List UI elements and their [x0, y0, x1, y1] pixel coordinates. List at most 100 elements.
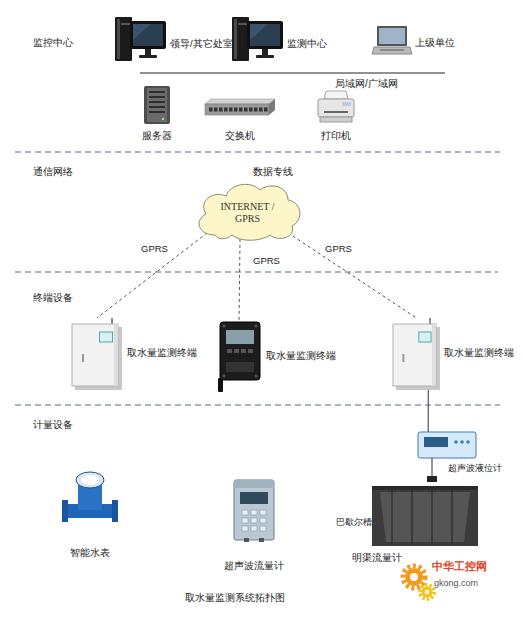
cabinet-display — [419, 332, 431, 342]
part-label: 超声波液位计 — [448, 462, 502, 474]
gprs-link — [428, 390, 429, 432]
flume-body — [372, 490, 478, 546]
cabinet-antenna — [429, 318, 431, 324]
watermark-gear — [422, 587, 433, 598]
server-led — [162, 118, 164, 120]
rtu-body — [220, 322, 260, 380]
laptop-keys — [380, 49, 404, 51]
switch-port — [234, 108, 238, 112]
switch-port — [219, 108, 223, 112]
pc-tower-edge — [117, 19, 120, 59]
flowmeter-case — [234, 480, 274, 540]
switch-port — [239, 108, 243, 112]
part-label: 巴歇尔槽 — [336, 516, 372, 528]
flume-rib — [432, 490, 433, 544]
icon-svg — [216, 322, 262, 392]
rtu-button — [241, 349, 246, 353]
edge-label: GPRS — [324, 243, 353, 255]
network-cloud: INTERNET / GPRS — [190, 180, 305, 242]
watermark-gear — [403, 566, 425, 588]
meter-node: 明渠流量计 — [351, 431, 479, 565]
terminal-label: 取水量监测终端 — [266, 350, 336, 362]
controller-key — [454, 440, 458, 444]
printer-body — [318, 99, 354, 117]
flowmeter-gland — [259, 538, 264, 542]
flowmeter-key — [242, 526, 248, 531]
switch-label: 交换机 — [225, 130, 255, 142]
watermark-gear — [410, 573, 418, 581]
level-sensor — [427, 476, 437, 482]
terminal-label: 取水量监测终端 — [444, 347, 514, 359]
pc-tower-edge — [234, 19, 237, 59]
server-slot — [149, 91, 165, 93]
flowmeter-key — [260, 518, 266, 523]
icon-svg — [72, 318, 122, 390]
watermark: 中华工控网 — [432, 560, 487, 572]
server-slot — [149, 96, 165, 98]
pc-screen — [250, 24, 280, 46]
gprs-link — [97, 233, 207, 318]
flowmeter-display — [240, 492, 268, 504]
flume-rim — [372, 486, 478, 490]
laptop-base — [372, 47, 412, 54]
server-slot — [149, 111, 165, 113]
server-slot — [149, 101, 165, 103]
network-label: 数据专线 — [253, 166, 293, 178]
flume-rib — [452, 490, 453, 544]
printer-panel — [342, 102, 351, 106]
meter-dial — [76, 472, 104, 488]
pc-monitor — [247, 21, 283, 49]
rtu-strip — [226, 362, 254, 372]
flume-rib — [412, 490, 413, 544]
meter-label: 超声波流量计 — [224, 560, 284, 572]
cabinet-handle — [402, 354, 404, 362]
cabinet-side — [114, 324, 118, 386]
laptop-node: 上级单位 — [371, 25, 456, 57]
server-case — [144, 86, 170, 124]
terminal-node: 取水量监测终端 — [392, 317, 515, 391]
controller-display — [424, 437, 448, 447]
flowmeter-key — [251, 518, 257, 523]
flume-rib — [392, 490, 393, 544]
controller-key — [460, 440, 464, 444]
rtu-bolt — [255, 375, 258, 378]
section-label: 终端设备 — [33, 292, 73, 304]
pc-tower — [115, 17, 132, 61]
icon-svg — [144, 86, 170, 124]
cabinet-antenna — [111, 318, 113, 324]
computer-node: 监测中心 — [231, 14, 328, 64]
section-divider — [15, 151, 500, 152]
switch-port — [209, 108, 213, 112]
edge-label: GPRS — [140, 243, 169, 255]
rtu-lcd — [226, 330, 254, 344]
flowmeter-band — [234, 480, 274, 488]
switch-top — [205, 99, 275, 104]
switch-port — [249, 108, 253, 112]
printer-tray — [324, 91, 348, 99]
edge-label: GPRS — [252, 255, 281, 267]
flowmeter-key — [260, 510, 266, 515]
cabinet-body — [72, 324, 118, 386]
flume-inner — [380, 492, 470, 542]
section-label: 计量设备 — [33, 419, 73, 431]
rtu-button — [234, 349, 239, 353]
laptop-screen — [379, 28, 405, 44]
rtu-button — [227, 349, 232, 353]
section-divider — [15, 271, 498, 272]
flowmeter-key — [242, 510, 248, 515]
switch-port — [254, 108, 258, 112]
section-label: 监控中心 — [33, 37, 73, 49]
flowmeter-key — [242, 518, 248, 523]
computer-label: 领导/其它处室 — [170, 38, 233, 50]
pc-base — [139, 55, 157, 58]
meter-node: 超声波流量计 — [223, 479, 285, 573]
terminal-node: 取水量监测终端 — [71, 317, 198, 391]
switch-side — [269, 99, 275, 115]
cabinet-display — [100, 332, 113, 342]
watermark: gkong.com — [434, 577, 478, 589]
switch-port — [229, 108, 233, 112]
rtu-bolt — [223, 375, 226, 378]
section-divider — [15, 404, 500, 405]
